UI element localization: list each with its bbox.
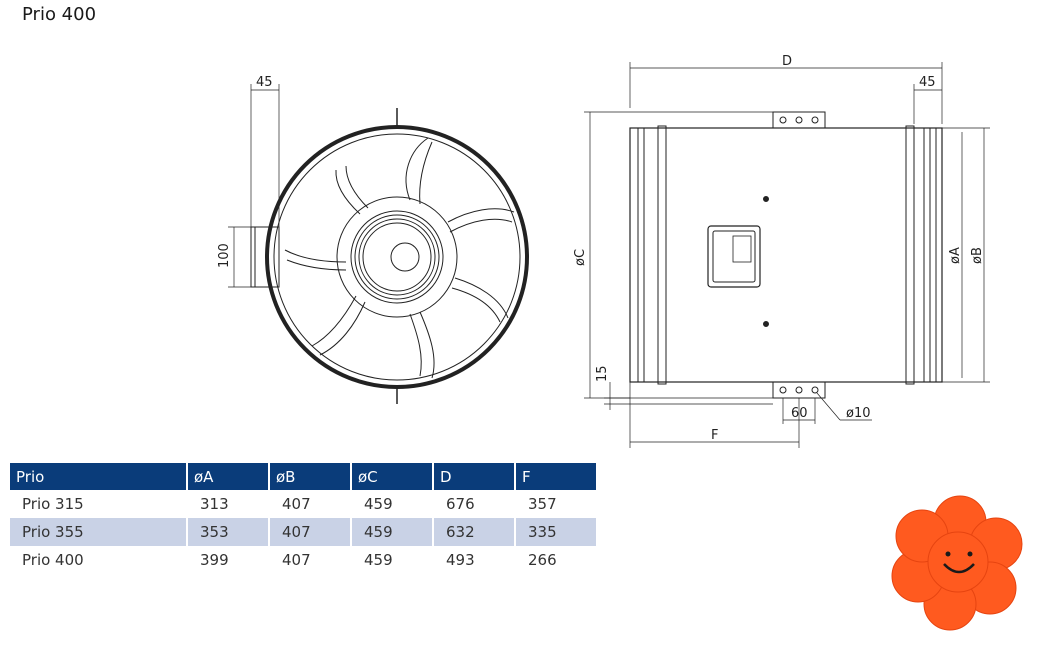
cell-model: Prio 355 [10, 518, 186, 546]
dim-45-front: 45 [256, 75, 273, 90]
table-row: Prio 315 313 407 459 676 357 [10, 490, 596, 518]
page-title: Prio 400 [22, 4, 97, 25]
dim-15: 15 [595, 365, 610, 382]
smiling-flower-icon [891, 495, 1023, 631]
cell-oB: 407 [270, 518, 350, 546]
header-F: F [516, 463, 596, 490]
dim-o10: ø10 [846, 406, 871, 421]
cell-F: 266 [528, 551, 557, 569]
cell-oC: 459 [364, 551, 393, 569]
cell-D: 493 [446, 551, 475, 569]
cell-oB: 407 [282, 495, 311, 513]
cell-oA: 313 [200, 495, 229, 513]
cell-F: 335 [516, 518, 596, 546]
cell-D: 632 [434, 518, 514, 546]
dim-F: F [711, 428, 718, 443]
cell-oB: 407 [282, 551, 311, 569]
header-oC: øC [352, 463, 432, 490]
dim-100: 100 [217, 243, 232, 268]
cell-D: 676 [446, 495, 475, 513]
cell-F: 357 [528, 495, 557, 513]
dim-oC: øC [573, 249, 588, 266]
cell-oC: 459 [352, 518, 432, 546]
cell-oA: 353 [188, 518, 268, 546]
header-D: D [434, 463, 514, 490]
front-view [228, 84, 529, 404]
header-oA: øA [188, 463, 268, 490]
technical-drawing: 45 100 [217, 54, 990, 448]
table-row: Prio 400 399 407 459 493 266 [10, 546, 596, 574]
dim-oA: øA [948, 247, 963, 264]
dim-oB: øB [970, 247, 985, 264]
table-header-row: Prio øA øB øC D F [10, 463, 596, 490]
spec-table: Prio øA øB øC D F Prio 315 313 407 459 6… [8, 463, 598, 574]
dim-D: D [782, 54, 792, 69]
side-view [584, 62, 990, 448]
cell-model: Prio 315 [22, 495, 84, 513]
header-oB: øB [270, 463, 350, 490]
dim-45-side: 45 [919, 75, 936, 90]
cell-model: Prio 400 [22, 551, 84, 569]
table-row: Prio 355 353 407 459 632 335 [10, 518, 596, 546]
header-prio: Prio [10, 463, 186, 490]
dim-60: 60 [791, 406, 808, 421]
cell-oA: 399 [200, 551, 229, 569]
cell-oC: 459 [364, 495, 393, 513]
